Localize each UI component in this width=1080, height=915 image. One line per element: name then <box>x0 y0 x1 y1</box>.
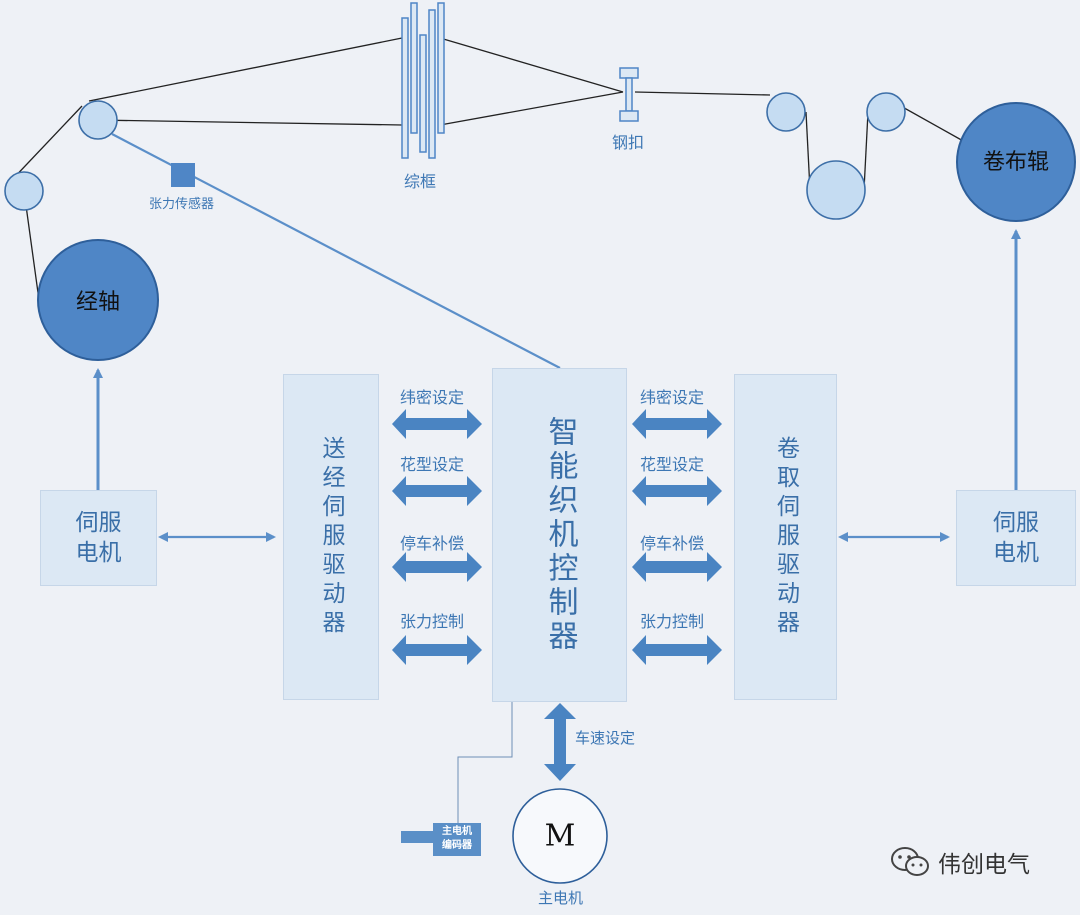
car-speed-arrow <box>544 703 576 781</box>
signal-label-left: 停车补偿 <box>400 534 465 553</box>
heald-frame <box>401 2 445 159</box>
reed-label: 钢扣 <box>612 133 645 152</box>
signal-arrow <box>392 552 482 582</box>
signal-arrow <box>632 409 722 439</box>
tension-sensor <box>171 163 195 187</box>
takeup-driver-label: 卷取伺服驱动器 <box>772 435 799 639</box>
signal-arrow <box>632 635 722 665</box>
main-motor-encoder: 主电机 编码器 <box>433 823 481 856</box>
reed <box>619 67 639 122</box>
main-motor-letter: M <box>544 818 576 854</box>
left-servo-motor-box: 伺服电机 <box>40 490 157 586</box>
signal-arrow <box>632 476 722 506</box>
guide-roller <box>806 160 866 220</box>
signal-arrows-left <box>392 409 482 665</box>
main-motor-label: 主电机 <box>538 889 584 907</box>
guide-roller <box>4 171 44 211</box>
encoder-label-line1: 主电机 <box>442 826 472 837</box>
wechat-icon <box>891 847 929 876</box>
warp-driver-label: 送经伺服驱动器 <box>318 435 344 639</box>
encoder-label-line2: 编码器 <box>442 840 472 851</box>
signal-label-right: 纬密设定 <box>640 388 705 407</box>
signal-arrow <box>632 552 722 582</box>
car-speed-label: 车速设定 <box>575 729 636 747</box>
warp-beam-roll <box>37 239 159 361</box>
takeup-driver-box: 卷取伺服驱动器 <box>734 374 837 700</box>
cloth-roller-label: 卷布辊 <box>982 150 1050 175</box>
left-servo-motor-label: 伺服电机 <box>75 510 122 566</box>
guide-roller <box>866 92 906 132</box>
signal-label-right: 花型设定 <box>640 455 705 474</box>
guide-roller <box>78 100 118 140</box>
main-motor-circle <box>512 788 608 884</box>
warp-driver-box: 送经伺服驱动器 <box>283 374 379 700</box>
warp-beam-label: 经轴 <box>75 290 121 315</box>
controller-label: 智能织机控制器 <box>542 416 578 654</box>
signal-label-left: 花型设定 <box>400 455 465 474</box>
right-servo-motor-label: 伺服电机 <box>993 510 1039 566</box>
encoder-wire <box>457 702 513 823</box>
tension-sensor-label: 张力传感器 <box>149 197 215 212</box>
watermark-text: 伟创电气 <box>938 852 1030 878</box>
guide-rollers <box>4 92 906 220</box>
encoder-shaft <box>401 831 433 843</box>
cloth-roller <box>956 102 1076 222</box>
signal-label-left: 张力控制 <box>400 612 465 631</box>
controller-box: 智能织机控制器 <box>492 368 627 702</box>
signal-arrows-right <box>632 409 722 665</box>
heald-frame-label: 综框 <box>404 172 437 191</box>
signal-arrow <box>392 409 482 439</box>
signal-arrow <box>392 476 482 506</box>
signal-label-right: 张力控制 <box>640 612 705 631</box>
signal-label-left: 纬密设定 <box>400 388 465 407</box>
warp-yarn-path <box>8 37 966 301</box>
signal-arrow <box>392 635 482 665</box>
guide-roller <box>766 92 806 132</box>
signal-label-right: 停车补偿 <box>640 534 705 553</box>
right-servo-motor-box: 伺服电机 <box>956 490 1076 586</box>
watermark: 伟创电气 <box>890 845 1030 879</box>
